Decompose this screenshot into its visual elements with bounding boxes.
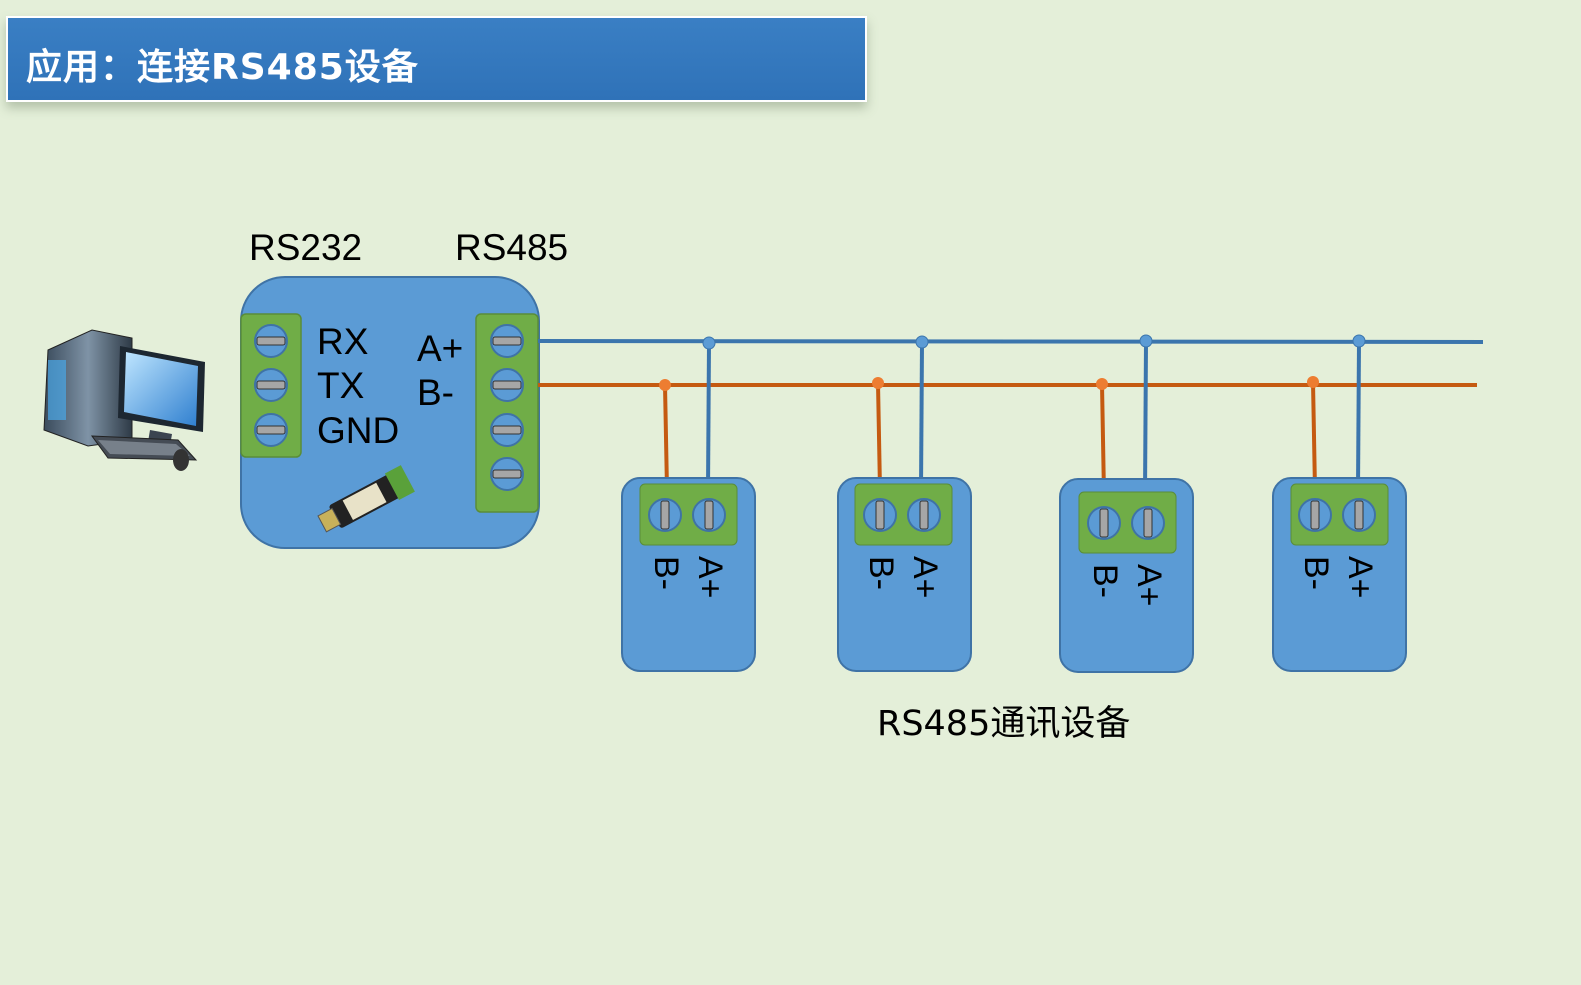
device-4: [1272, 334, 1407, 672]
device-2-pin-b: B-: [862, 556, 900, 590]
rs485-terminal-screws: [490, 324, 524, 491]
device-4-pin-a: A+: [1341, 556, 1379, 599]
title-bar: 应用：连接RS485设备: [6, 16, 867, 102]
device-3-pin-b: B-: [1086, 564, 1124, 598]
device-1: [621, 336, 756, 672]
computer-icon: [43, 329, 205, 471]
device-3-pin-a: A+: [1130, 564, 1168, 607]
bus-a-line: [537, 339, 1484, 344]
rs485-header: RS485: [455, 227, 569, 268]
pin-label-gnd: GND: [317, 410, 400, 451]
device-2-pin-a: A+: [906, 556, 944, 599]
device-4-pin-b: B-: [1297, 556, 1335, 590]
rs232-header: RS232: [249, 227, 363, 268]
page-title: 应用：连接RS485设备: [26, 47, 419, 88]
device-1-pin-b: B-: [647, 556, 685, 590]
converter-photo-icon: [317, 465, 415, 533]
pin-label-rx: RX: [317, 321, 369, 362]
device-2: [837, 335, 972, 672]
rs232-terminal-screws: [254, 324, 288, 447]
pin-label-a-plus: A+: [417, 328, 464, 369]
device-3: [1059, 334, 1194, 673]
device-1-pin-a: A+: [691, 556, 729, 599]
devices-caption: RS485通讯设备: [877, 704, 1131, 744]
pin-label-tx: TX: [317, 365, 365, 406]
pin-label-b-minus: B-: [417, 372, 454, 413]
